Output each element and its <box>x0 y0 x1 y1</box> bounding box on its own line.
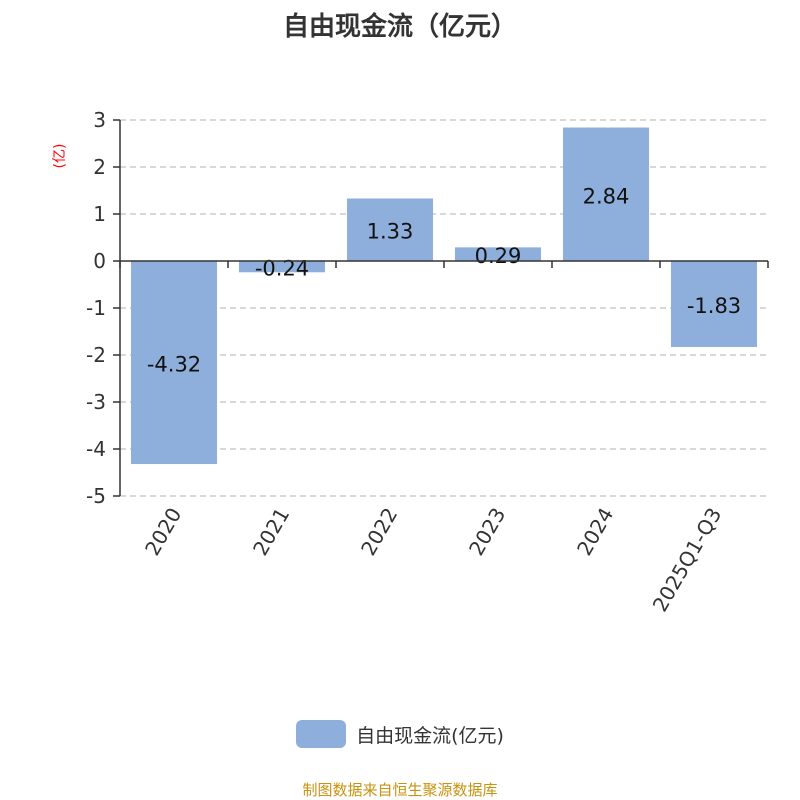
source-note: 制图数据来自恒生聚源数据库 <box>302 781 498 799</box>
bar <box>671 261 757 348</box>
bar <box>347 198 433 261</box>
x-tick-label: 2021 <box>248 504 294 560</box>
y-tick-label: 3 <box>93 108 106 132</box>
legend-label: 自由现金流(亿元) <box>356 724 504 747</box>
y-tick-label: -2 <box>86 343 106 367</box>
y-tick-label: -1 <box>86 296 106 320</box>
y-tick-label: -4 <box>86 437 106 461</box>
x-tick-label: 2023 <box>464 504 510 560</box>
y-tick-label: -5 <box>86 484 106 508</box>
chart-title: 自由现金流（亿元） <box>282 12 517 42</box>
y-axis-label: (亿) <box>52 144 68 169</box>
y-tick-label: 2 <box>93 155 106 179</box>
x-tick-label: 2022 <box>356 504 402 560</box>
data-label: 2.84 <box>583 184 630 208</box>
bar <box>131 261 217 465</box>
data-label: -0.24 <box>255 257 309 281</box>
data-label: -4.32 <box>147 353 201 377</box>
x-tick-label: 2024 <box>572 504 618 560</box>
legend-swatch <box>296 720 347 748</box>
bar <box>455 247 541 261</box>
x-tick-label: 2020 <box>140 504 186 560</box>
x-tick-label: 2025Q1-Q3 <box>648 504 727 616</box>
data-label: 0.29 <box>475 244 522 268</box>
data-label: -1.83 <box>687 294 741 318</box>
legend[interactable]: 自由现金流(亿元) <box>0 720 800 748</box>
bar <box>563 127 649 262</box>
y-tick-label: 0 <box>93 249 106 273</box>
y-tick-label: 1 <box>93 202 106 226</box>
y-tick-label: -3 <box>86 390 106 414</box>
bar <box>239 261 325 273</box>
data-label: 1.33 <box>367 220 414 244</box>
